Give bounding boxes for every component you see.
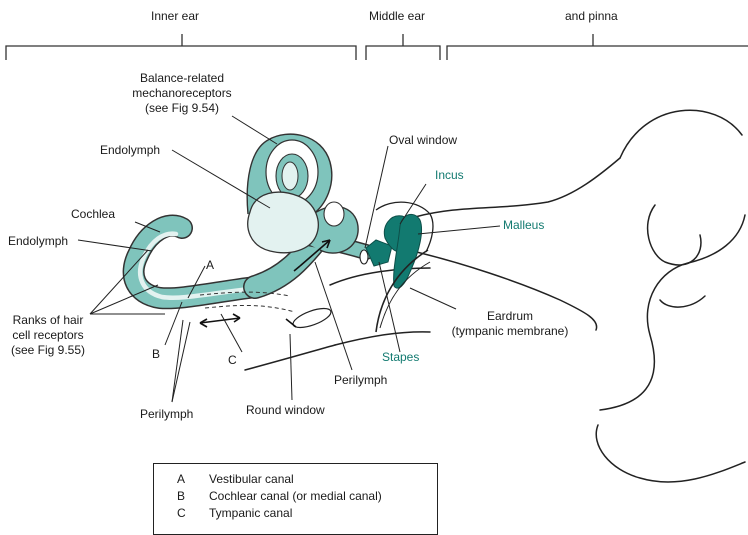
ossicles xyxy=(366,202,433,332)
legend-desc-b: Cochlear canal (or medial canal) xyxy=(209,489,382,503)
outer-ear-header: and pinna xyxy=(565,9,618,23)
balance-label-line1: Balance-related xyxy=(112,71,252,85)
perilymph-mid-label: Perilymph xyxy=(334,373,387,387)
stapes-label: Stapes xyxy=(382,350,419,364)
endolymph-upper-label: Endolymph xyxy=(100,143,160,157)
balance-label-line3: (see Fig 9.54) xyxy=(112,101,252,115)
legend-box: A Vestibular canal B Cochlear canal (or … xyxy=(153,463,438,535)
ranks-label-line3: (see Fig 9.55) xyxy=(0,343,96,357)
round-window-shape xyxy=(291,305,333,332)
ranks-label-line1: Ranks of hair xyxy=(0,313,96,327)
malleus-label: Malleus xyxy=(503,218,544,232)
eardrum-label-line1: Eardrum xyxy=(445,309,575,323)
legend-key-b: B xyxy=(177,489,185,503)
perilymph-left-label: Perilymph xyxy=(140,407,193,421)
legend-key-a: A xyxy=(177,472,185,486)
ranks-label-line2: cell receptors xyxy=(0,328,96,342)
canal-letter-a: A xyxy=(206,258,214,272)
endolymph-lower-label: Endolymph xyxy=(8,234,68,248)
inner-ear-bracket xyxy=(6,34,356,60)
canal-letter-b: B xyxy=(152,347,160,361)
canal-letter-c: C xyxy=(228,353,237,367)
middle-ear-header: Middle ear xyxy=(369,9,425,23)
region-brackets xyxy=(6,34,748,60)
outer-ear-bracket xyxy=(447,34,748,60)
middle-ear-bracket xyxy=(366,34,440,60)
incus-label: Incus xyxy=(435,168,464,182)
inner-ear-header: Inner ear xyxy=(151,9,199,23)
legend-desc-a: Vestibular canal xyxy=(209,472,294,486)
balance-label-line2: mechanoreceptors xyxy=(112,86,252,100)
round-window-label: Round window xyxy=(246,403,325,417)
legend-key-c: C xyxy=(177,506,186,520)
oval-window-label: Oval window xyxy=(389,133,457,147)
legend-desc-c: Tympanic canal xyxy=(209,506,292,520)
cochlea-label: Cochlea xyxy=(71,207,115,221)
semicircular-canals xyxy=(247,134,358,253)
oval-window-shape xyxy=(360,250,368,264)
eardrum-label-line2: (tympanic membrane) xyxy=(445,324,575,338)
